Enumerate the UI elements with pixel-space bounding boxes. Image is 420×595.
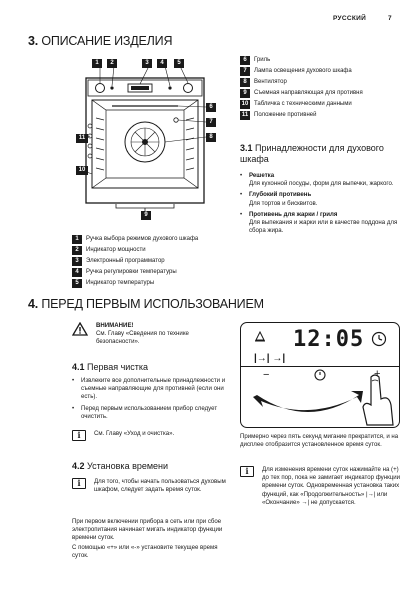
diagram-marker-7: 7: [206, 118, 216, 127]
power-clock-button[interactable]: [314, 369, 326, 381]
cleaning-note: i См. Главу «Уход и очистка».: [72, 430, 232, 441]
bell-icon: [255, 331, 265, 342]
panel-divider: [241, 366, 399, 367]
section-4-1-title: 4.1 Первая чистка: [72, 362, 149, 372]
section-4-title: 4. ПЕРЕД ПЕРВЫМ ИСПОЛЬЗОВАНИЕМ: [28, 297, 264, 311]
plus-button[interactable]: +: [374, 368, 381, 380]
cleaning-list: •Извлеките все дополнительные принадлежн…: [72, 377, 232, 424]
info-icon: i: [72, 478, 86, 489]
diagram-marker-1: 1: [92, 59, 102, 68]
diagram-marker-11: 11: [76, 134, 88, 143]
list-item: •Перед первым использованием прибор след…: [72, 404, 218, 420]
minus-button[interactable]: −: [263, 369, 270, 381]
diagram-marker-5: 5: [174, 59, 184, 68]
display-time: 12:05: [293, 327, 365, 352]
display-caption: Примерно через пять секунд мигание прекр…: [240, 433, 399, 449]
section-3-1-title: 3.1 Принадлежности для духового шкафа: [240, 143, 384, 164]
hand-pointer-icon: [362, 374, 394, 426]
diagram-marker-10: 10: [76, 166, 88, 175]
clock-icon: [371, 331, 387, 347]
diagram-marker-8: 8: [206, 133, 216, 142]
info-icon: i: [240, 466, 254, 477]
warning-triangle-icon: [72, 322, 88, 336]
diagram-marker-9: 9: [141, 211, 151, 220]
diagram-marker-3: 3: [142, 59, 152, 68]
header-language: РУССКИЙ: [333, 15, 367, 22]
rotation-arrow-icon: [253, 391, 363, 412]
time-change-note: i Для изменения времени суток нажимайте …: [240, 466, 405, 507]
time-body-2: С помощью «+» или «-» установите текущее…: [72, 544, 218, 560]
section-3-title: 3. ОПИСАНИЕ ИЗДЕЛИЯ: [28, 34, 173, 48]
page-number: 7: [388, 15, 392, 22]
diagram-marker-6: 6: [206, 103, 216, 112]
oven-diagram: [83, 65, 207, 214]
time-note: i Для того, чтобы начать пользоваться ду…: [72, 478, 232, 494]
diagram-marker-2: 2: [107, 59, 117, 68]
control-panel-illustration: 12:05 |→| →| − +: [240, 322, 400, 428]
time-body-1: При первом включении прибора в сеть или …: [72, 518, 223, 542]
section-4-2-title: 4.2 Установка времени: [72, 461, 169, 471]
diagram-marker-4: 4: [157, 59, 167, 68]
duration-icon: |→| →|: [254, 353, 286, 364]
warning-note: ВНИМАНИЕ!См. Главу «Сведения по технике …: [72, 322, 232, 347]
list-item: •Извлеките все дополнительные принадлежн…: [72, 377, 226, 401]
info-icon: i: [72, 430, 86, 441]
